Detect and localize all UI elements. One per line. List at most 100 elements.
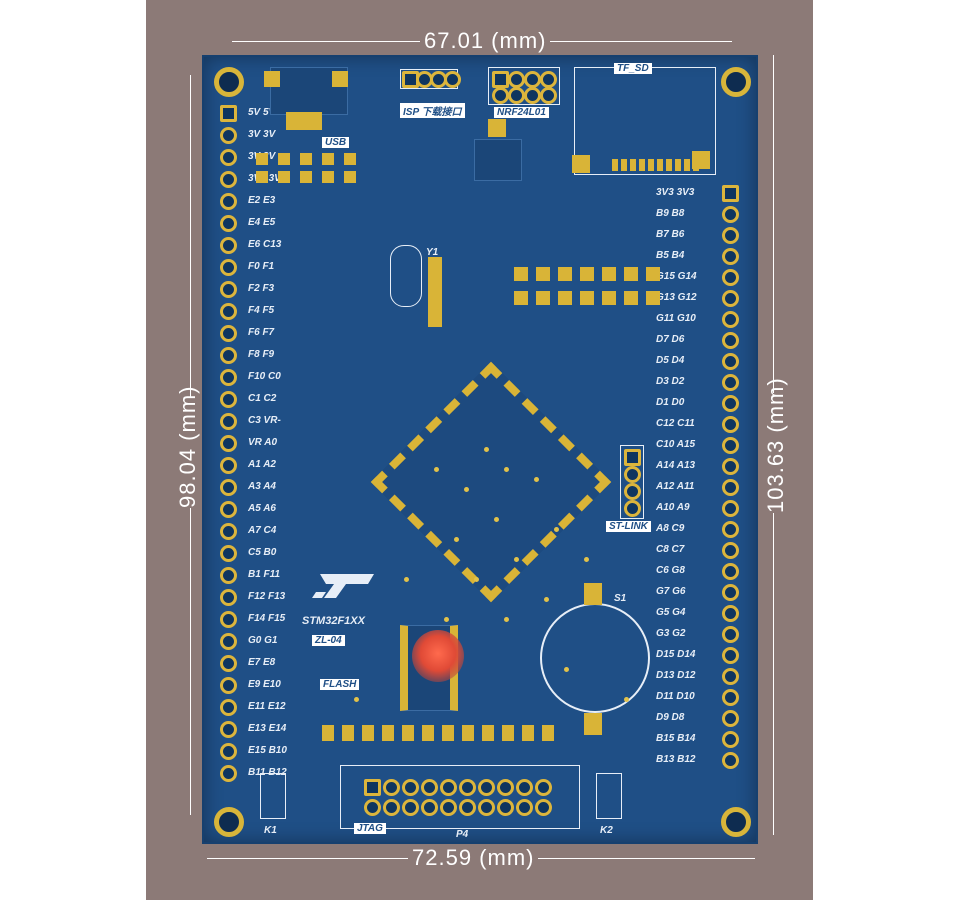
smd-pad (256, 171, 268, 183)
right-header-pin-label: G13 G12 (656, 292, 697, 303)
left-header-pin (220, 699, 237, 716)
jtag-pin (497, 799, 514, 816)
left-header-pin (220, 545, 237, 562)
smd-pad (514, 267, 528, 281)
tf-sd-pad (572, 155, 590, 173)
left-header-pin-label: G0 G1 (248, 635, 278, 646)
tf-sd-label: TF_SD (614, 63, 652, 74)
jtag-pin (535, 799, 552, 816)
right-header-pin (722, 227, 739, 244)
left-header-pin (220, 193, 237, 210)
left-header-pin-label: E6 C13 (248, 239, 282, 250)
right-dimension-label: 103.63 (mm) (763, 377, 789, 513)
st-link-pin (624, 500, 641, 517)
left-header-pin-label: A5 A6 (248, 503, 276, 514)
right-header-pin-label: A12 A11 (656, 481, 695, 492)
left-header-pin (220, 259, 237, 276)
right-header-pin-label: A10 A9 (656, 502, 690, 513)
right-header-pin (722, 416, 739, 433)
smd-pad (482, 725, 494, 741)
via-dot (504, 467, 509, 472)
right-header-pin-label: C12 C11 (656, 418, 695, 429)
left-header-pin (220, 567, 237, 584)
right-header-pin-label: G3 G2 (656, 628, 686, 639)
nrf24l01-pin (540, 87, 557, 104)
left-header-pin-label: F2 F3 (248, 283, 275, 294)
right-header-pin (722, 311, 739, 328)
jtag-pin (383, 779, 400, 796)
right-header-pin-label: G11 G10 (656, 313, 696, 324)
left-header-pin-label: 3V 3V (248, 129, 276, 140)
resistor-row (322, 725, 562, 745)
jtag-pin (535, 779, 552, 796)
right-header-pin (722, 269, 739, 286)
right-header-pin (722, 605, 739, 622)
smd-pad (536, 267, 550, 281)
mounting-hole-top-right (721, 67, 751, 97)
via-dot (434, 467, 439, 472)
right-header-pin (722, 185, 739, 202)
left-header-pin-label: B1 F11 (248, 569, 281, 580)
smd-pad (624, 267, 638, 281)
usb-pad (332, 71, 348, 87)
led-resistor-block (514, 267, 664, 321)
left-header-pin-label: C1 C2 (248, 393, 277, 404)
mounting-hole-bottom-left (214, 807, 244, 837)
jtag-ref-label: P4 (456, 829, 469, 840)
left-header-pin (220, 149, 237, 166)
button-k2 (596, 773, 622, 819)
smd-pad (646, 267, 660, 281)
right-header-pin-label: B15 B14 (656, 733, 696, 744)
smd-pad (382, 725, 394, 741)
mounting-hole-top-left (214, 67, 244, 97)
left-header-pin-label: F14 F15 (248, 613, 286, 624)
left-header-pin (220, 743, 237, 760)
nrf24l01-header-outline (488, 67, 560, 105)
st-link-pin (624, 466, 641, 483)
capacitor-array (256, 153, 366, 193)
smd-pad (256, 153, 268, 165)
jtag-pin (383, 799, 400, 816)
st-link-pin (624, 483, 641, 500)
right-header-pin (722, 668, 739, 685)
left-header-pin-label: VR A0 (248, 437, 278, 448)
st-link-label: ST-LINK (606, 521, 651, 532)
left-header-pin (220, 237, 237, 254)
via-dot (494, 517, 499, 522)
left-header-pin (220, 413, 237, 430)
smd-pad (580, 267, 594, 281)
left-header-pin (220, 435, 237, 452)
battery-pad (584, 583, 602, 605)
left-header-pin (220, 281, 237, 298)
right-header-pin (722, 395, 739, 412)
right-header-pin-label: A14 A13 (656, 460, 696, 471)
usb-pad (264, 71, 280, 87)
jtag-pin (364, 799, 381, 816)
battery-label: S1 (614, 593, 627, 604)
smd-pad (344, 171, 356, 183)
right-header-pin (722, 731, 739, 748)
right-header-pin-label: D11 D10 (656, 691, 695, 702)
nrf24l01-pin (508, 87, 525, 104)
top-dimension-label: 67.01 (mm) (420, 28, 551, 54)
left-header-pin-label: 5V 5V (248, 107, 276, 118)
right-header-pin-label: D7 D6 (656, 334, 685, 345)
jtag-pin (421, 779, 438, 796)
right-header-pin-label: C6 G8 (656, 565, 685, 576)
via-dot (404, 577, 409, 582)
via-dot (584, 557, 589, 562)
right-header-pin-label: B9 B8 (656, 208, 685, 219)
left-header-pin-label: F12 F13 (248, 591, 286, 602)
jtag-pins (364, 779, 554, 819)
jtag-connector-outline (340, 765, 580, 829)
left-header-pin (220, 479, 237, 496)
smd-pad (602, 267, 616, 281)
right-header-pin (722, 626, 739, 643)
smd-pad (624, 291, 638, 305)
nrf24l01-pin (492, 87, 509, 104)
mcu-silkscreen-label: STM32F1XX (302, 615, 365, 627)
left-header-pin (220, 589, 237, 606)
smd-pad (342, 725, 354, 741)
right-header-pin-label: B5 B4 (656, 250, 685, 261)
